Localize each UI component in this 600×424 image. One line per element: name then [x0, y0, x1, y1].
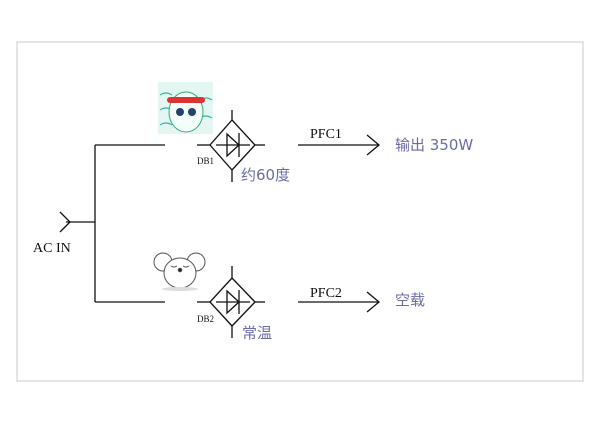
diode-icon — [226, 289, 240, 315]
ac-in-label: AC IN — [33, 241, 71, 256]
mouse-character-icon — [153, 252, 206, 291]
pfc1-label: PFC1 — [310, 127, 342, 142]
output-2-label: 空载 — [395, 291, 425, 309]
hot-character-icon — [158, 82, 213, 134]
diode-icon — [226, 132, 240, 158]
db1-label: DB1 — [197, 156, 214, 166]
diagram-frame — [16, 41, 584, 382]
ac-input-arrow — [59, 145, 96, 302]
pfc2-label: PFC2 — [310, 286, 342, 301]
arrow-icon — [366, 291, 381, 313]
db1-temp-note: 约60度 — [241, 166, 290, 184]
db2-temp-note: 常温 — [242, 324, 272, 342]
arrow-icon — [366, 134, 381, 156]
branch-2 — [95, 266, 381, 338]
output-1-label: 输出 350W — [395, 136, 473, 154]
branch-1 — [95, 110, 381, 182]
db2-label: DB2 — [197, 314, 214, 324]
